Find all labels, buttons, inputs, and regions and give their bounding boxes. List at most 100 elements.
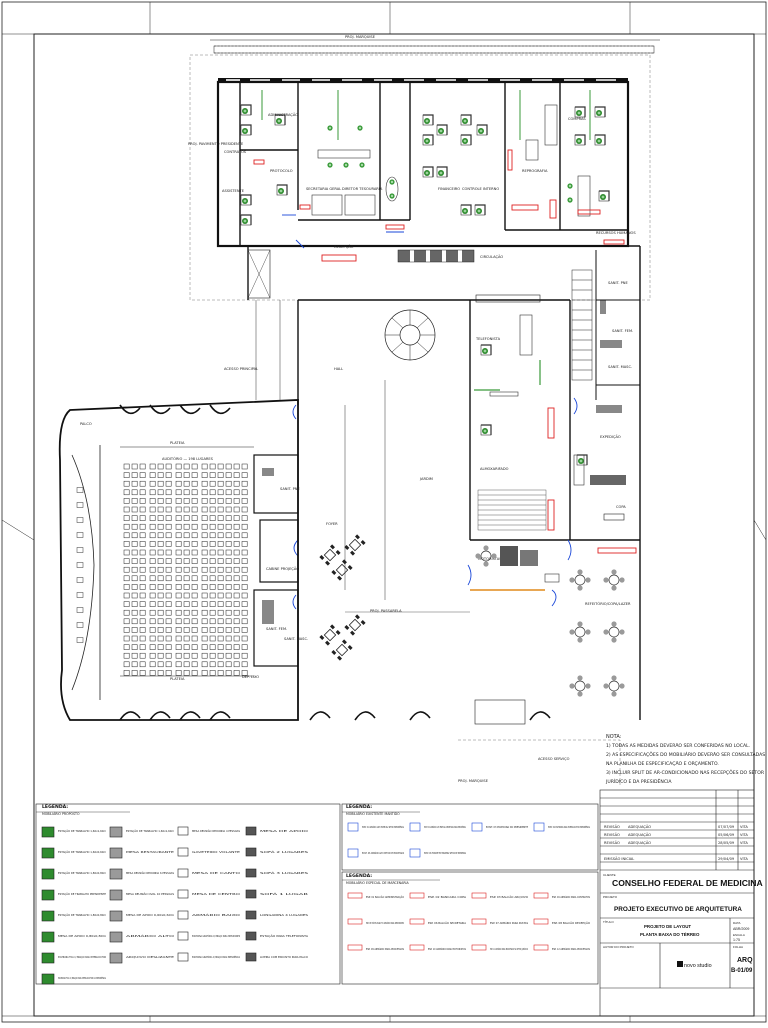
auditorium-seat <box>191 584 198 590</box>
rev-0-label: REVISÃO <box>604 824 620 829</box>
auditorium-seat <box>175 558 182 564</box>
stage-chairs <box>76 487 84 643</box>
auditorium-seat <box>157 523 164 530</box>
auditorium-seat <box>201 523 208 530</box>
room-sanit-fem: SANIT. FEM. <box>612 329 633 333</box>
auditorium-seat <box>157 515 164 521</box>
legend-2-subtitle: MOBILIÁRIO EXISTENTE MANTIDO <box>346 811 400 816</box>
legend-symbol <box>177 826 189 836</box>
auditorium-seat <box>139 498 146 504</box>
auditorium-seat <box>225 532 232 539</box>
legend-item-label: ESP. 08 BALCÃO RECEPÇÃO <box>552 920 591 925</box>
rev-0-desc: ADEQUAÇÃO <box>628 824 651 829</box>
legend-item-label: ESP. 09 ARMÁRIO PARA PROCESSOS <box>366 946 404 951</box>
auditorium-seat <box>201 575 208 582</box>
legend-symbol <box>109 889 123 901</box>
auditorium-seat <box>233 644 240 650</box>
auditorium-seat <box>157 601 164 607</box>
auditorium-seat <box>209 601 216 607</box>
auditorium-seat <box>233 515 240 521</box>
revision-table: REVISÃO ADEQUAÇÃO 07/07/09 VITA REVISÃO … <box>604 824 748 861</box>
auditorium-seat <box>241 480 248 487</box>
legend-symbol <box>471 892 487 899</box>
auditorium-seat <box>157 489 164 496</box>
auditorium-seat <box>123 498 130 504</box>
auditorium-seat <box>191 601 198 607</box>
auditorium-seat <box>183 480 190 487</box>
auditorium-seat <box>217 523 224 530</box>
auditorium-seat <box>123 618 130 625</box>
auditorium-seat <box>139 575 146 582</box>
auditorium-seat <box>139 463 146 470</box>
auditorium-seat <box>225 498 232 504</box>
auditorium-seat <box>191 498 198 504</box>
auditorium-seat <box>233 609 240 616</box>
auditorium-seat <box>201 652 208 659</box>
auditorium-seat <box>233 584 240 590</box>
auditorium-seat <box>183 532 190 539</box>
legend-symbol <box>41 973 55 985</box>
acesso-servico-label: ACESSO SERVIÇO <box>538 757 570 761</box>
auditorium-seat <box>157 652 164 659</box>
room-assistente: ASSISTENTE <box>222 189 245 193</box>
auditorium-seat <box>191 472 198 478</box>
auditorium-seat <box>241 601 248 607</box>
auditorium-seat <box>165 506 172 513</box>
auditorium-seat <box>217 566 224 573</box>
auditorium-seat <box>157 609 164 616</box>
auditorium-seat <box>123 472 130 478</box>
auditorium-seat <box>131 644 138 650</box>
legend-symbol <box>41 931 55 943</box>
auditorium-seat <box>241 506 248 513</box>
auditorium-seat <box>217 644 224 650</box>
auditorium-seat <box>191 515 198 521</box>
auditorium-seat <box>183 670 190 676</box>
auditorium-seat <box>131 601 138 607</box>
auditorium-seat <box>157 670 164 676</box>
auditorium-seat <box>157 635 164 642</box>
auditorium-seat <box>201 618 208 625</box>
legend-symbol <box>41 847 55 859</box>
room-refeitorio: REFEITÓRIO/COPA/LAZER <box>585 601 631 606</box>
auditorium-seat <box>241 489 248 496</box>
auditorium-seat <box>183 558 190 564</box>
auditorium-seat <box>157 549 164 556</box>
legend-item-label: ESP. 12 ARMÁRIO PARA PROCESSOS <box>552 946 590 951</box>
legend-item-label: MESA DE CENTRO <box>192 892 241 896</box>
auditorium-seat <box>139 652 146 659</box>
sheet-label: FOLHA <box>733 945 743 949</box>
auditorium-seat <box>217 609 224 616</box>
auditorium-seat <box>175 480 182 487</box>
legend-symbol <box>409 822 421 832</box>
auditorium-seat <box>157 566 164 573</box>
auditorium-seat <box>191 618 198 625</box>
room-administracao: ADMINISTRAÇÃO <box>268 112 298 117</box>
auditorium-seat <box>123 506 130 513</box>
proj-pavimento-label: PROJ. PAVIMENTO PRESIDENTE <box>188 142 244 146</box>
auditorium-seat <box>165 609 172 616</box>
auditorium-seat <box>165 463 172 470</box>
auditorium-seat <box>123 532 130 539</box>
auditorium-seat <box>183 506 190 513</box>
auditorium-seat <box>233 463 240 470</box>
auditorium-seat <box>225 472 232 478</box>
auditorium-seat <box>201 609 208 616</box>
auditorium-seat <box>209 670 216 676</box>
legend-symbol <box>347 944 363 951</box>
auditorium-seat <box>233 472 240 478</box>
legend-item-label: GAVETEIRO VOLANTE <box>192 850 240 854</box>
client-name: CONSELHO FEDERAL DE MEDICINA <box>612 878 763 888</box>
auditorium-seat <box>233 575 240 582</box>
auditorium-seat <box>149 489 156 496</box>
auditorium-seat <box>201 566 208 573</box>
auditorium-seat <box>183 566 190 573</box>
auditorium-seat <box>157 463 164 470</box>
auditorium-seat <box>175 515 182 521</box>
auditorium-seat <box>175 472 182 478</box>
room-almoxarifado: ALMOXARIFADO <box>480 467 509 471</box>
proj-marquise-bottom: PROJ. MARQUISE <box>458 779 489 783</box>
auditorium-seat <box>217 541 224 547</box>
auditorium-seat <box>157 506 164 513</box>
auditorium-seat <box>191 541 198 547</box>
